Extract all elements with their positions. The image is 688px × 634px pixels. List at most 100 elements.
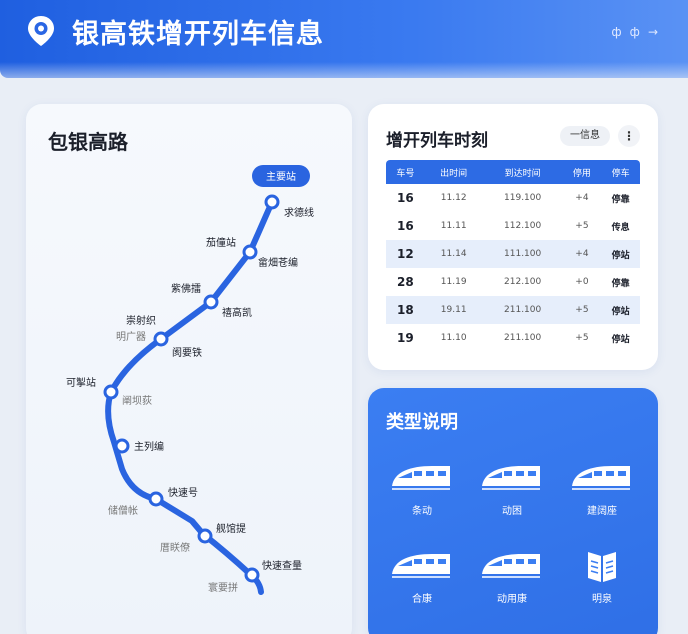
arrival-time: 111.100 [482, 240, 563, 268]
station-sublabel: 明广器 [116, 331, 146, 343]
header-fade [0, 62, 688, 92]
main-station-badge-label: 主要站 [266, 170, 296, 183]
departure-time: 19.11 [424, 296, 483, 324]
page-title: 银高铁增开列车信息 [72, 19, 324, 50]
station-label: 阂要铁 [172, 346, 202, 359]
train-number: 28 [396, 275, 414, 289]
legend-item[interactable]: 条动 [382, 460, 462, 517]
station-label: 求德线 [284, 206, 314, 219]
header-icons: ф ф → [611, 26, 658, 38]
table-header-row: 车号 出时间 到达时间 停用 停车 [386, 160, 640, 184]
departure-time: 11.19 [440, 277, 467, 287]
delay-value: +5 [575, 221, 589, 231]
station-dot[interactable] [242, 244, 258, 260]
book-icon [588, 552, 616, 582]
station-label: 主列编 [134, 440, 164, 453]
departure-time: 11.12 [440, 193, 467, 203]
station-label: 可掣站 [66, 376, 96, 389]
train-number: 18 [386, 296, 425, 324]
signal-icon[interactable]: ф [611, 25, 622, 39]
departure-time: 11.11 [440, 221, 467, 231]
departure-time: 11.14 [424, 240, 483, 268]
legend-card: 类型说明 条动 动困 建阔座 [368, 388, 658, 634]
station-dot[interactable] [244, 567, 260, 583]
station-sublabel: 储僧帐 [108, 504, 138, 517]
info-button[interactable]: 一信息 [560, 126, 610, 146]
legend-item[interactable]: 明泉 [562, 548, 642, 605]
high-speed-train-icon [392, 466, 450, 490]
station-dot[interactable] [114, 438, 130, 454]
legend-item[interactable]: 合康 [382, 548, 462, 605]
column-header: 车号 [386, 160, 425, 184]
wifi-icon[interactable]: ф [629, 25, 640, 39]
arrival-time: 212.100 [504, 277, 542, 287]
status-text: 停靠 [611, 194, 630, 205]
table-row[interactable]: 18 19.11 211.100 +5 停站 [386, 296, 640, 324]
station-label: 紫佛擂 [171, 282, 201, 295]
legend-title: 类型说明 [386, 412, 458, 433]
plane-icon[interactable]: → [647, 25, 658, 39]
arrival-time: 112.100 [504, 221, 542, 231]
station-label: 快速号 [168, 487, 198, 499]
station-sublabel: 厝眹僚 [160, 541, 190, 554]
table-row[interactable]: 19 11.10 211.100 +5 停站 [386, 324, 640, 352]
station-label: 舰馆提 [216, 522, 246, 535]
timetable-card: 增开列车时刻 一信息 ⋮ 车号 出时间 到达时间 停用 停车 16 11.12 … [368, 104, 658, 370]
legend-label: 动困 [502, 506, 522, 517]
delay-value: +4 [562, 240, 602, 268]
table-row[interactable]: 16 11.12 119.100 +4 停靠 [386, 184, 640, 212]
location-pin-icon [28, 16, 54, 46]
legend-label: 建阔座 [587, 506, 617, 517]
station-label: 崇射织 [126, 315, 156, 327]
legend-label: 动用康 [497, 594, 527, 605]
departure-time: 11.10 [440, 333, 467, 343]
delay-value: +0 [575, 277, 589, 287]
legend-item[interactable]: 动用康 [472, 548, 552, 605]
express-train-icon [392, 554, 450, 578]
station-dot[interactable] [148, 491, 164, 507]
column-header: 停用 [562, 160, 602, 184]
route-map: 主要站 求德线 茄僮站 畲畑苍编 紫佛擂 禧高凯 崇射织 明广器 阂要铁 可掣站… [66, 165, 314, 595]
station-label: 茄僮站 [206, 236, 236, 249]
legend-item[interactable]: 动困 [472, 460, 552, 517]
status-text: 停站 [601, 296, 640, 324]
table-row[interactable]: 12 11.14 111.100 +4 停站 [386, 240, 640, 268]
legend-label: 合康 [412, 594, 432, 605]
legend-item[interactable]: 建阔座 [562, 460, 642, 517]
route-map-card: 包银高路 主要站 求德线 茄僮站 畲畑苍编 紫佛擂 禧高凯 崇射织 明广器 阂要… [26, 104, 352, 634]
arrival-time: 211.100 [482, 296, 563, 324]
train-number: 16 [396, 191, 414, 205]
train-number: 12 [386, 240, 425, 268]
route-title: 包银高路 [48, 130, 128, 154]
station-sublabel: 畲畑苍编 [258, 256, 298, 269]
station-sublabel: 阐坝荻 [122, 394, 152, 407]
station-dot[interactable] [203, 294, 219, 310]
more-options-button[interactable]: ⋮ [618, 125, 640, 147]
status-text: 传息 [611, 222, 630, 233]
legend-label: 明泉 [592, 594, 612, 605]
station-dot[interactable] [103, 384, 119, 400]
station-dot[interactable] [264, 194, 280, 210]
emu-train-icon [482, 554, 540, 578]
timetable-title: 增开列车时刻 [386, 131, 488, 151]
status-text: 停靠 [611, 278, 630, 289]
bullet-train-icon [482, 466, 540, 490]
station-dot[interactable] [197, 528, 213, 544]
column-header: 停车 [601, 160, 640, 184]
regional-train-icon [572, 466, 630, 490]
train-number: 19 [396, 331, 414, 345]
status-text: 停站 [601, 240, 640, 268]
arrival-time: 211.100 [504, 333, 542, 343]
delay-value: +5 [562, 296, 602, 324]
delay-value: +5 [575, 333, 589, 343]
status-text: 停站 [611, 334, 630, 345]
station-label: 快速查量 [262, 559, 302, 572]
timetable: 车号 出时间 到达时间 停用 停车 16 11.12 119.100 +4 停靠… [386, 160, 640, 352]
station-dot[interactable] [153, 331, 169, 347]
legend-label: 条动 [412, 506, 432, 517]
table-row[interactable]: 16 11.11 112.100 +5 传息 [386, 212, 640, 240]
station-sublabel: 禧高凯 [222, 306, 252, 319]
table-row[interactable]: 28 11.19 212.100 +0 停靠 [386, 268, 640, 296]
column-header: 到达时间 [482, 160, 563, 184]
delay-value: +4 [575, 193, 589, 203]
